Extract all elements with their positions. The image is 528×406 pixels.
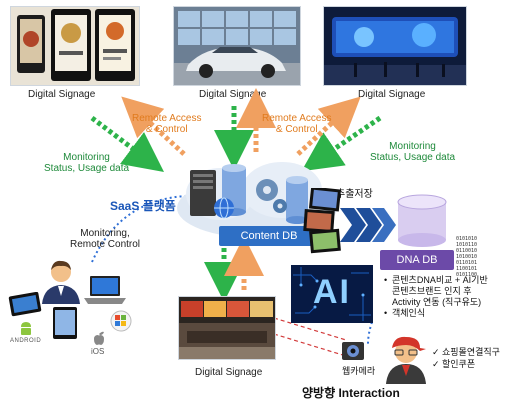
admin-label-line-2: Remote Control <box>70 239 141 250</box>
remote-access-label-right: Remote Access & Control <box>262 113 331 135</box>
tablet-icon <box>8 292 42 317</box>
customer-action-item[interactable]: ✓ 할인쿠폰 <box>432 358 500 370</box>
android-icon <box>21 322 31 335</box>
saas-platform-label: SaaS 플랫폼 <box>110 199 176 213</box>
signage-photo-top-right <box>323 6 467 86</box>
remote-right-line-1: Remote Access <box>262 113 332 124</box>
monitoring-left-line-2: Status, Usage data <box>44 163 130 174</box>
binary-line: 0101010 <box>456 236 478 242</box>
interaction-title: 양방향 Interaction <box>302 386 400 400</box>
binary-line: 0110101 <box>456 260 478 266</box>
ai-circuit-image <box>293 267 371 321</box>
binary-line: 0110010 <box>456 248 478 254</box>
bottom-caption: Digital Signage <box>195 367 263 378</box>
customer-action-item[interactable]: ✓ 쇼핑몰연결직구 <box>432 346 500 358</box>
ai-feature-item: • 콘텐츠DNA비교 + AI기반 콘텐츠브랜드 인지 후 Activity 연… <box>384 275 488 308</box>
database-cylinder-icon <box>222 164 308 224</box>
monitoring-label-left: Monitoring Status, Usage data <box>44 152 129 174</box>
ai-feature-list: • 콘텐츠DNA비교 + AI기반 콘텐츠브랜드 인지 후 Activity 연… <box>384 275 488 319</box>
customer-action-list: ✓ 쇼핑몰연결직구 ✓ 할인쿠폰 <box>432 346 500 370</box>
remote-left-line-1: Remote Access <box>132 113 202 124</box>
laptop-icon <box>84 276 126 304</box>
monitoring-right-line-2: Status, Usage data <box>370 152 456 163</box>
ios-label: iOS <box>91 347 105 356</box>
remote-left-line-2: & Control <box>145 124 188 135</box>
customer-action-label: 쇼핑몰연결직구 <box>442 347 500 357</box>
dna-db-cylinder-icon <box>397 194 447 247</box>
bullet-icon: • <box>384 275 388 285</box>
top-center-caption: Digital Signage <box>199 89 267 100</box>
binary-line: 1010010 <box>456 254 478 260</box>
windows-logo-icon <box>110 310 132 332</box>
bullet-icon: • <box>384 308 388 318</box>
camera-link-dashed-1 <box>273 317 347 341</box>
admin-person-icon <box>42 260 80 304</box>
top-right-caption: Digital Signage <box>358 89 426 100</box>
monitoring-arrow-right <box>301 115 382 172</box>
cloud-platform <box>177 162 337 238</box>
video-wall-image <box>324 7 466 85</box>
customer-person-icon <box>386 336 426 384</box>
gear-icon <box>256 179 287 213</box>
dna-db-bar[interactable]: DNA DB <box>380 250 454 270</box>
dna-db-label: DNA DB <box>396 254 438 266</box>
remote-access-label-left: Remote Access & Control <box>132 113 201 135</box>
ai-feature-line: 콘텐츠브랜드 인지 후 <box>392 286 472 296</box>
checkmark-icon: ✓ <box>432 359 440 369</box>
checkmark-icon: ✓ <box>432 347 440 357</box>
server-icon <box>190 170 216 216</box>
monitoring-arrow-left <box>90 116 164 172</box>
signage-photo-top-left <box>10 6 140 86</box>
binary-line: 1010110 <box>456 242 478 248</box>
chevron-arrows-icon <box>340 208 396 242</box>
customer-action-label: 할인쿠폰 <box>442 359 476 369</box>
ai-panel: AI <box>291 265 373 323</box>
signage-photo-top-center <box>173 6 301 86</box>
webcam-label: 웹카메라 <box>342 366 376 376</box>
monitoring-right-line-1: Monitoring <box>389 141 436 152</box>
remote-right-line-2: & Control <box>275 124 318 135</box>
car-showroom-image <box>174 7 300 85</box>
ai-label: AI <box>313 273 351 311</box>
globe-icon <box>214 197 234 219</box>
admin-label-line-1: Monitoring, <box>80 228 130 239</box>
ai-camera-link <box>367 321 373 345</box>
camera-link-dashed-2 <box>273 333 347 357</box>
kiosk-screens-image <box>11 7 139 85</box>
android-label: ANDROID <box>10 338 42 344</box>
content-db-label: Content DB <box>240 230 298 242</box>
ai-feature-item: • 객체인식 <box>384 308 488 319</box>
top-left-caption: Digital Signage <box>28 89 96 100</box>
admin-link-dotted <box>91 195 187 263</box>
signage-photo-bottom <box>178 296 276 360</box>
binary-line: 1100101 <box>456 266 478 272</box>
binary-code-text: 0101010 1010110 0110010 1010010 0110101 … <box>456 236 477 278</box>
screen-stack-icon <box>303 188 342 254</box>
monitoring-label-right: Monitoring Status, Usage data <box>370 141 455 163</box>
content-db-bar[interactable]: Content DB <box>219 226 319 246</box>
admin-monitoring-label: Monitoring, Remote Control <box>70 228 140 250</box>
apple-icon <box>94 331 104 345</box>
ai-feature-line: Activity 연동 (직구유도) <box>392 297 482 307</box>
remote-arrow-right <box>296 96 361 156</box>
ipad-icon <box>53 307 77 339</box>
binary-line: 0101100 <box>456 272 478 278</box>
ai-feature-line: 객체인식 <box>392 308 426 318</box>
webcam-icon <box>342 342 364 360</box>
extract-label: 추출저장 <box>336 189 373 200</box>
ai-feature-line: 콘텐츠DNA비교 + AI기반 <box>392 275 488 285</box>
remote-arrow-left <box>121 96 186 156</box>
monitoring-left-line-1: Monitoring <box>63 152 110 163</box>
menu-board-image <box>179 297 275 359</box>
